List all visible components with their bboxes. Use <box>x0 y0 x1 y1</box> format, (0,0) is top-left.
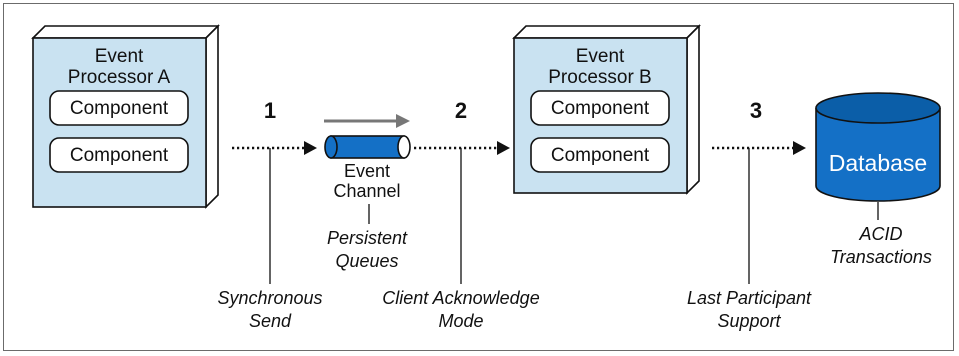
channel-pipe-body <box>330 135 405 159</box>
direction-arrow-icon <box>396 114 410 128</box>
processor-b-title-line2: Processor B <box>548 67 651 88</box>
note-acid-transactions-line2: Transactions <box>830 247 932 267</box>
arrow-processor-a-to-channel <box>232 141 317 155</box>
processor-b-top-face <box>512 25 701 39</box>
processor-a-component-1: Component <box>49 90 189 126</box>
note-acid-transactions-line1: ACID <box>858 224 902 244</box>
processor-a-side-face <box>205 24 219 209</box>
step-number-3: 3 <box>750 98 762 123</box>
diagram-frame <box>3 3 954 351</box>
event-processor-a: Event Processor A Component Component <box>31 24 220 209</box>
component-label: Component <box>551 98 650 119</box>
event-processor-b: Event Processor B Component Component <box>512 24 701 195</box>
database-label: Database <box>829 150 927 176</box>
arrowhead-icon <box>793 141 806 155</box>
arrow-channel-to-processor-b <box>414 141 510 155</box>
channel-pipe-left-cap <box>324 135 338 159</box>
component-box <box>530 137 670 173</box>
arrowhead-icon <box>304 141 317 155</box>
note-persistent-queues-line1: Persistent <box>327 228 408 248</box>
component-label: Component <box>551 145 650 166</box>
processor-b-title-line1: Event <box>576 46 625 67</box>
arrow-processor-b-to-database <box>712 141 806 155</box>
channel-pipe-right-cap <box>397 135 411 159</box>
note-synchronous-send-line1: Synchronous <box>217 288 322 308</box>
note-client-acknowledge-line2: Mode <box>438 311 483 331</box>
step-number-2: 2 <box>455 98 467 123</box>
arrowhead-icon <box>497 141 510 155</box>
component-box <box>49 90 189 126</box>
processor-a-component-2: Component <box>49 137 189 173</box>
processor-a-top-face <box>31 25 220 39</box>
processor-b-component-1: Component <box>530 90 670 126</box>
component-label: Component <box>70 98 169 119</box>
processor-a-title-line2: Processor A <box>68 67 171 88</box>
event-channel: Event Channel <box>324 114 411 201</box>
component-label: Component <box>70 145 169 166</box>
component-box <box>49 137 189 173</box>
database-top <box>815 92 941 124</box>
database-body <box>815 108 941 202</box>
processor-a-title-line1: Event <box>95 46 144 67</box>
note-last-participant-line2: Support <box>717 311 781 331</box>
step-number-1: 1 <box>264 98 276 123</box>
channel-label-line2: Channel <box>333 181 400 201</box>
database: Database <box>815 92 941 202</box>
processor-b-side-face <box>686 24 700 195</box>
note-client-acknowledge-line1: Client Acknowledge <box>382 288 539 308</box>
note-last-participant-line1: Last Participant <box>687 288 812 308</box>
note-persistent-queues-line2: Queues <box>335 251 398 271</box>
note-synchronous-send-line2: Send <box>249 311 292 331</box>
component-box <box>530 90 670 126</box>
processor-b-component-2: Component <box>530 137 670 173</box>
channel-label-line1: Event <box>344 161 390 181</box>
